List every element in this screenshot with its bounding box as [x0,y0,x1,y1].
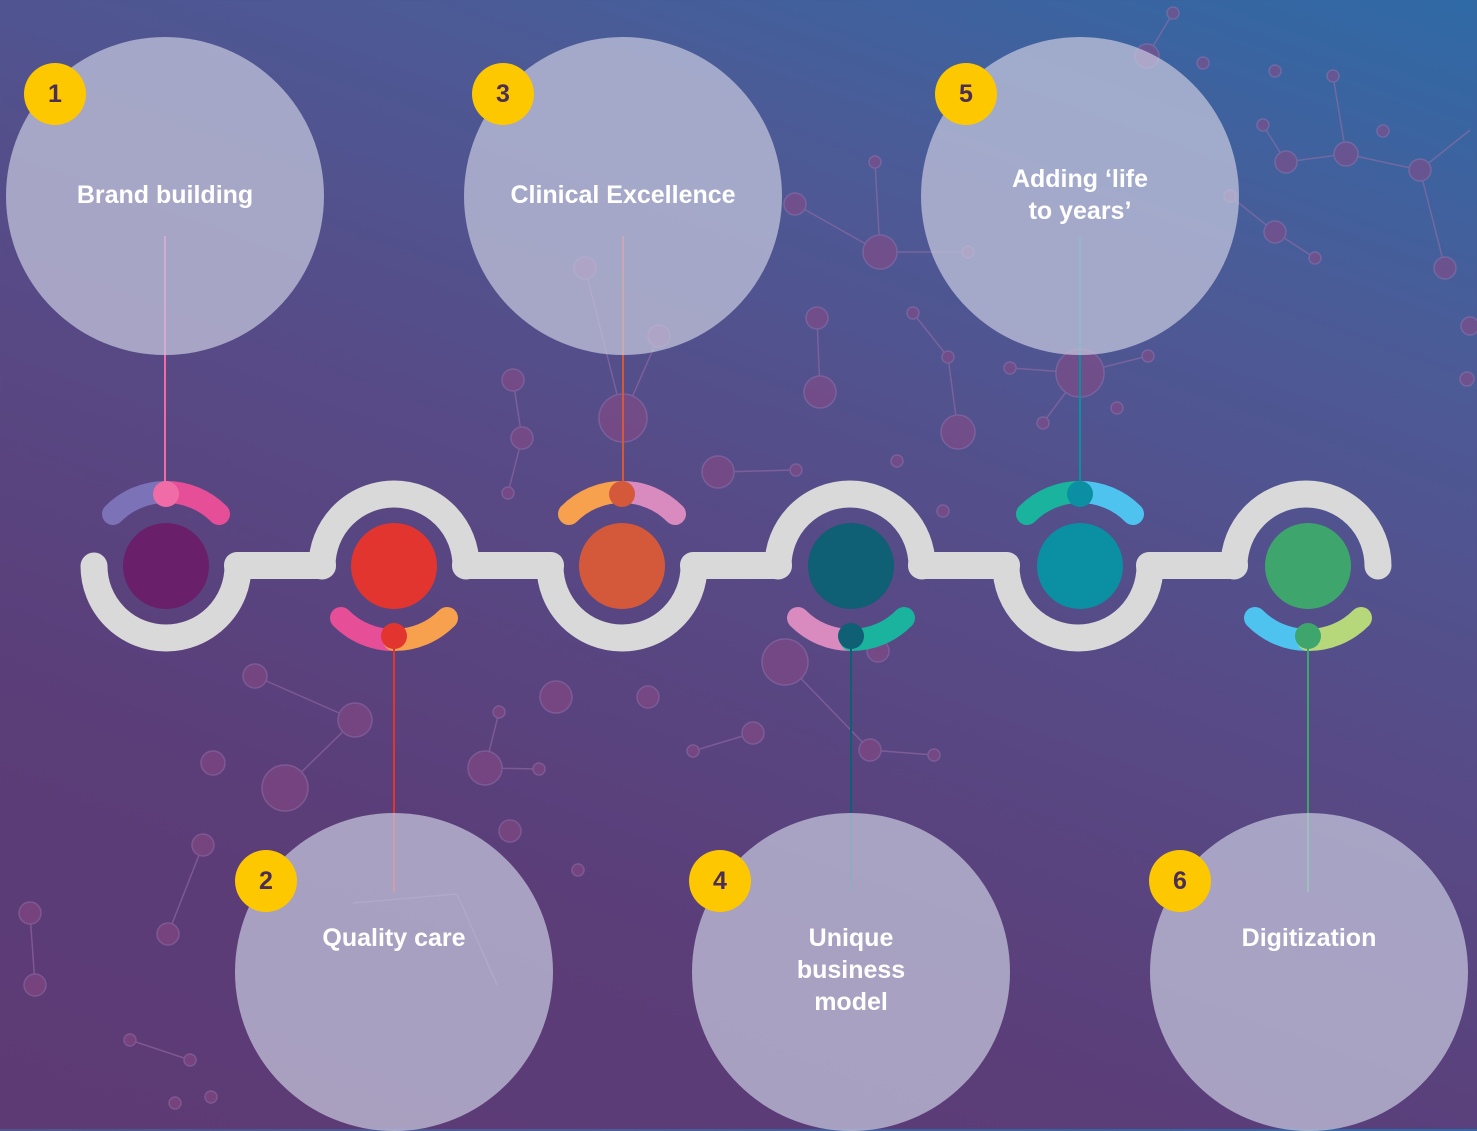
step-3-badge: 3 [472,63,534,125]
step-5-badge: 5 [935,63,997,125]
chain-link-arcs [80,480,1392,652]
step-2-label: Quality care [322,924,466,952]
step-circles [123,523,1351,609]
chain-connectors [224,552,1248,579]
step-circle-3 [579,523,665,609]
step-5-label: Adding ‘life to years’ [1011,165,1149,225]
step-2-badge: 2 [235,850,297,912]
link-arc-6 [1220,480,1392,580]
joint-dots [153,481,1321,649]
link-arc-5 [992,552,1164,652]
step-circle-5 [1037,523,1123,609]
step-3-label: Clinical Excellence [510,181,736,209]
step-1-badge: 1 [24,63,86,125]
step-6-label: Digitization [1241,924,1377,952]
step-circle-2 [351,523,437,609]
link-arc-4 [764,480,936,580]
link-arc-1 [80,552,252,652]
link-arc-3 [536,552,708,652]
step-1-label: Brand building [76,181,254,209]
link-arc-2 [308,480,480,580]
step-circle-1 [123,523,209,609]
step-4-badge: 4 [689,850,751,912]
step-6-badge: 6 [1149,850,1211,912]
step-circle-6 [1265,523,1351,609]
molecule-network-background [18,6,1477,1110]
step-4-label: Unique business model [796,924,906,1016]
step-2-bubble: Quality care [235,813,553,1131]
step-circle-4 [808,523,894,609]
